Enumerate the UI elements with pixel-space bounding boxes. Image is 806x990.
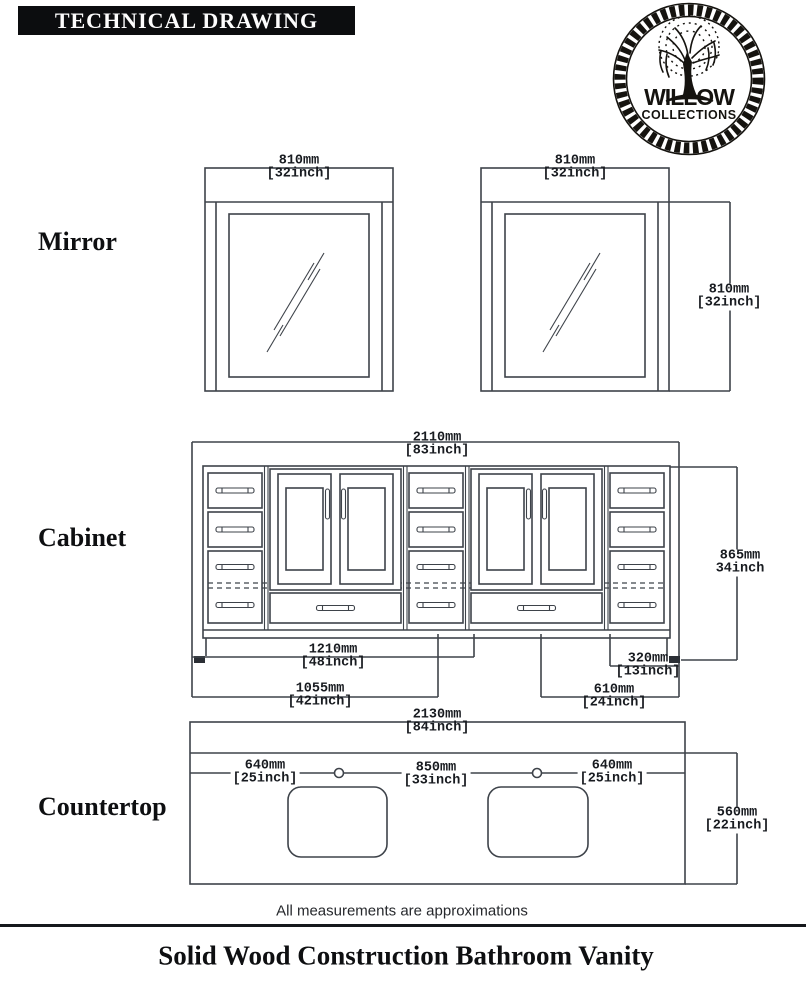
page-title-bar: TECHNICAL DRAWING: [18, 6, 355, 35]
dim-cabinet-width: 2110mm [83inch]: [404, 430, 470, 458]
dim-inch-value: [32inch]: [266, 166, 332, 181]
dim-mm-value: 810mm: [554, 153, 596, 169]
dim-inch-value: [33inch]: [403, 773, 469, 788]
section-label-cabinet: Cabinet: [38, 523, 127, 552]
dim-mm-value: 320mm: [627, 651, 669, 667]
dim-inch-value: [32inch]: [696, 295, 762, 310]
dim-cabinet-height: 865mm 34inch: [713, 548, 767, 577]
dim-inch-value: [48inch]: [300, 655, 366, 670]
footer-divider: [0, 924, 806, 927]
dim-inch-value: [13inch]: [615, 664, 681, 679]
dim-inch-value: [42inch]: [287, 694, 353, 709]
dim-inch-value: [32inch]: [542, 166, 608, 181]
brand-name: WILLOW: [644, 84, 735, 110]
dim-mm-value: 1210mm: [308, 642, 358, 658]
measurements-note: All measurements are approximations: [276, 902, 528, 920]
dim-inch-value: [24inch]: [581, 695, 647, 710]
dim-countertop-depth: 560mm [22inch]: [702, 805, 772, 834]
dim-cabinet-span-610: 610mm [24inch]: [581, 682, 647, 710]
dim-mm-value: 640mm: [244, 758, 286, 774]
page-title: TECHNICAL DRAWING: [54, 7, 319, 33]
dim-mm-value: 2130mm: [412, 707, 462, 723]
mirror-drawing-left: [204, 167, 394, 392]
dim-mm-value: 610mm: [593, 682, 635, 698]
mirror-drawing-right: [480, 167, 670, 392]
dim-mm-value: 2110mm: [412, 430, 462, 446]
dim-mirror-right-width: 810mm [32inch]: [542, 153, 608, 181]
dim-cabinet-span-1210: 1210mm [48inch]: [300, 642, 366, 670]
dim-inch-value: [25inch]: [232, 771, 298, 786]
dim-mm-value: 865mm: [719, 548, 761, 564]
dim-inch-value: [25inch]: [579, 771, 645, 786]
dim-mirror-left-width: 810mm [32inch]: [266, 153, 332, 181]
dim-mm-value: 560mm: [716, 805, 758, 821]
dim-inch-value: [84inch]: [404, 720, 470, 735]
dim-countertop-width: 2130mm [84inch]: [404, 707, 470, 735]
dim-inch-value: [83inch]: [404, 443, 470, 458]
cabinet-dim-lines: [192, 466, 738, 698]
dim-cabinet-span-320: 320mm [13inch]: [615, 651, 681, 679]
dim-mm-value: 810mm: [708, 282, 750, 298]
dim-inch-value: 34inch: [715, 561, 765, 576]
product-title: Solid Wood Construction Bathroom Vanity: [158, 940, 654, 971]
section-label-mirror: Mirror: [38, 227, 117, 256]
willow-tree-icon: [612, 2, 766, 156]
dim-cabinet-span-1055: 1055mm [42inch]: [287, 681, 353, 709]
brand-subtitle: COLLECTIONS: [641, 108, 737, 122]
dim-mm-value: 850mm: [415, 760, 457, 776]
countertop-drawing: [189, 721, 738, 885]
section-label-countertop: Countertop: [38, 792, 167, 821]
dim-countertop-left: 640mm [25inch]: [230, 758, 300, 787]
dim-mirror-height: 810mm [32inch]: [694, 282, 764, 311]
dim-mm-value: 1055mm: [295, 681, 345, 697]
dim-mm-value: 810mm: [278, 153, 320, 169]
brand-logo: WILLOW COLLECTIONS: [612, 2, 766, 156]
dim-countertop-center: 850mm [33inch]: [401, 760, 471, 789]
dim-mm-value: 640mm: [591, 758, 633, 774]
cabinet-drawing: [191, 441, 680, 697]
dim-inch-value: [22inch]: [704, 818, 770, 833]
dim-countertop-right: 640mm [25inch]: [577, 758, 647, 787]
